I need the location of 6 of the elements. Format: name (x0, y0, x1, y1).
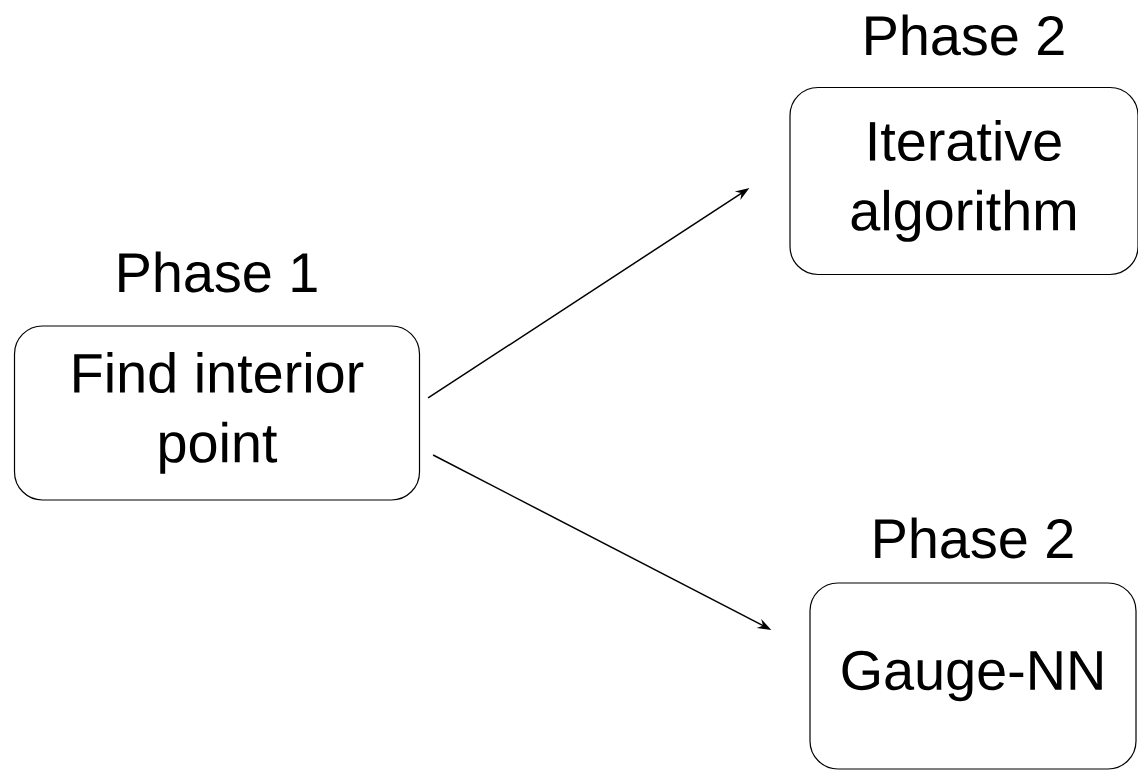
process-box: Gauge-NN (809, 582, 1137, 770)
process-box: Find interior point (13, 325, 421, 501)
node-heading: Phase 2 (866, 14, 1064, 56)
process-box: Iterative algorithm (789, 86, 1138, 276)
node-heading: Phase 2 (875, 517, 1073, 559)
node-heading: Phase 1 (119, 251, 317, 293)
